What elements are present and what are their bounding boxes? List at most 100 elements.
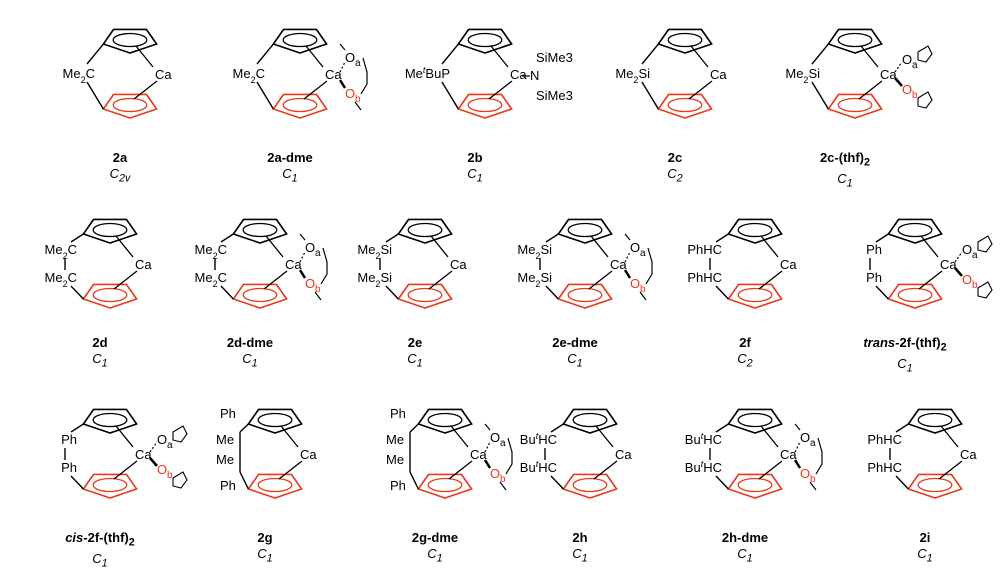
oxygen-a-sub: a	[972, 250, 978, 261]
bridge-label-1: Me2C	[195, 242, 227, 261]
bridge-label-1: Ph	[390, 406, 406, 421]
compound-id: 2a-dme	[267, 150, 313, 165]
point-group: C1	[567, 351, 583, 370]
lower-bond	[133, 80, 158, 100]
lower-bond	[448, 460, 473, 480]
upper-cp-ring	[82, 408, 138, 434]
calcium-label: Ca	[940, 257, 957, 272]
oxygen-a-sub: a	[500, 438, 506, 449]
bridge-label-1: Ph	[220, 406, 236, 421]
thf-ring-b	[977, 281, 993, 299]
point-group: C1	[837, 170, 853, 190]
calcium-label: Ca	[285, 257, 302, 272]
upper-cp-ring	[417, 408, 473, 434]
bridge-label-2: Ph	[866, 270, 882, 285]
oxygen-b-sub: b	[640, 284, 646, 295]
bridge-label: Me2Si	[615, 66, 650, 85]
bridge-label-1: Ph	[866, 242, 882, 257]
bridge-label: Me2Si	[785, 66, 820, 85]
calcium-label: Ca	[155, 67, 172, 82]
compound-id: 2c	[667, 150, 683, 165]
calcium-label: Ca	[325, 67, 342, 82]
oxygen-a: O	[345, 50, 355, 65]
bridge-label-1: Me2C	[45, 242, 77, 261]
upper-bond	[760, 235, 779, 258]
nitrogen-label: N	[530, 68, 539, 83]
upper-cp-ring	[272, 28, 328, 54]
upper-bond	[265, 235, 284, 258]
calcium-label: Ca	[450, 257, 467, 272]
oxygen-a-sub: a	[167, 440, 173, 451]
compound-id: 2d	[92, 335, 108, 350]
upper-cp-ring	[727, 218, 783, 244]
oxygen-a-sub: a	[315, 248, 321, 259]
calcium-label: Ca	[135, 257, 152, 272]
upper-bond	[760, 425, 779, 448]
oxygen-b: O	[800, 466, 810, 481]
compound-id: 2e	[407, 335, 423, 350]
lower-cp-ring	[82, 283, 138, 309]
simes3-bottom: SiMe3	[536, 88, 573, 103]
point-group: C1	[737, 546, 753, 565]
upper-cp-ring	[907, 408, 963, 434]
point-group: C1	[257, 546, 273, 565]
thf-ring-a	[917, 45, 933, 63]
bridge-label-2: PhHC	[687, 270, 722, 285]
oxygen-a: O	[630, 240, 640, 255]
oxygen-a-sub: a	[640, 248, 646, 259]
point-group: C2	[737, 351, 753, 370]
lower-bond	[938, 460, 963, 480]
upper-bond	[280, 425, 299, 448]
point-group: C1	[467, 166, 483, 185]
oxygen-a: O	[305, 240, 315, 255]
oxygen-b-sub: b	[315, 284, 321, 295]
calcium-label: Ca	[960, 447, 977, 462]
calcium-label: Ca	[610, 257, 627, 272]
compound-id: 2g-dme	[411, 530, 459, 545]
calcium-label: Ca	[880, 67, 897, 82]
bridge-label: Me2C	[233, 66, 265, 85]
oxygen-b: O	[902, 82, 912, 97]
oxygen-b: O	[490, 466, 500, 481]
bridge-label-1: Me2Si	[517, 242, 552, 261]
point-group: C2v	[109, 166, 131, 185]
upper-cp-ring	[102, 28, 158, 54]
bridge-label-2: PhHC	[867, 460, 902, 475]
bridge-label-4: Ph	[220, 478, 236, 493]
oxygen-b: O	[157, 462, 167, 477]
lower-cp-ring	[272, 93, 328, 119]
bridge-label-1: ButHC	[685, 431, 722, 447]
oxygen-b-sub: b	[355, 94, 361, 105]
lower-bond	[263, 270, 288, 290]
lower-cp-ring	[232, 283, 288, 309]
upper-cp-ring	[82, 218, 138, 244]
bridge-label-1: PhHC	[867, 432, 902, 447]
upper-bond	[690, 45, 709, 68]
bridge-label-1: PhHC	[687, 242, 722, 257]
upper-cp-ring	[397, 218, 453, 244]
calcium-label: Ca	[510, 67, 527, 82]
upper-bond	[490, 45, 509, 68]
point-group: C1	[92, 550, 108, 570]
lower-bond	[113, 270, 138, 290]
